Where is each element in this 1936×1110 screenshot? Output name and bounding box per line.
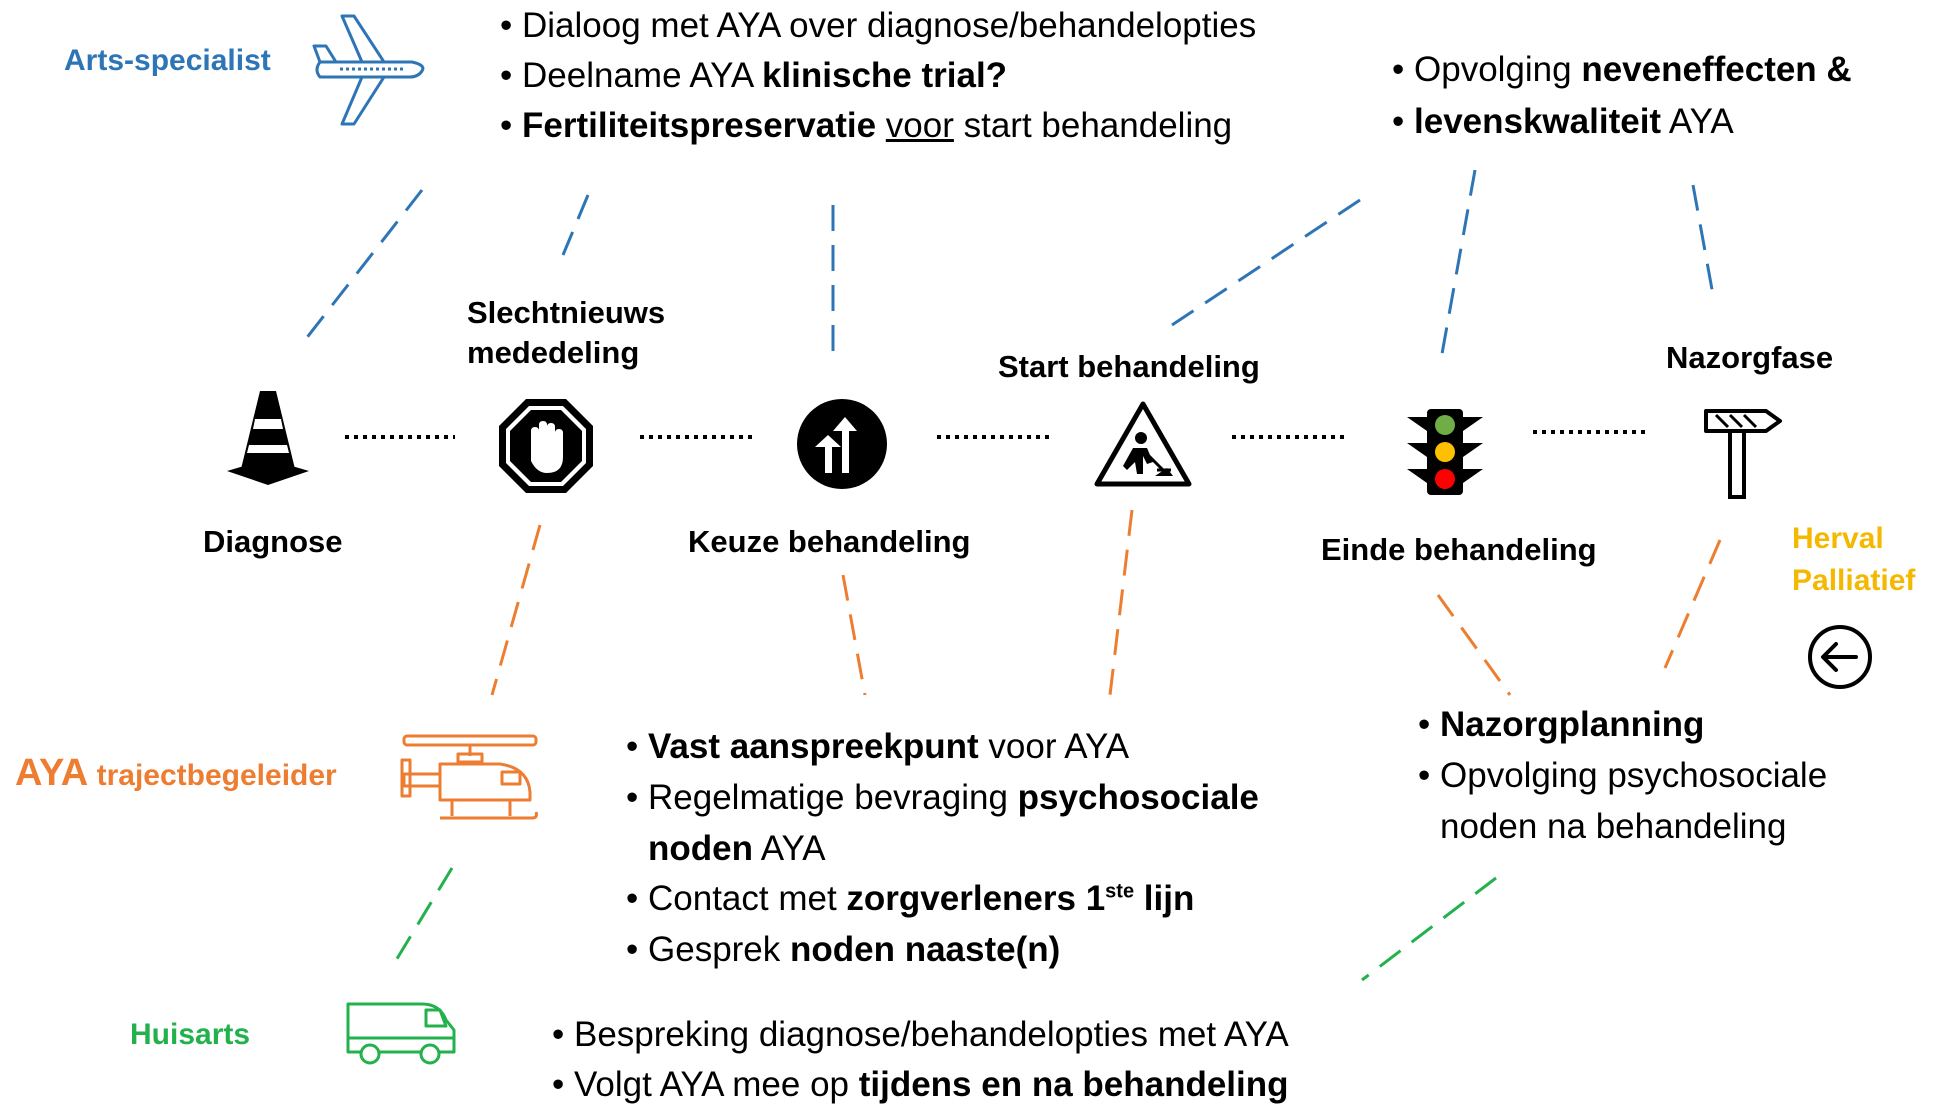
list-item: noden na behandeling	[1440, 806, 1787, 846]
role-coach-rest: trajectbegeleider	[96, 759, 337, 792]
coach-notes: Vast aanspreekpunt voor AYA Regelmatige …	[626, 722, 1259, 976]
stage-aftercare: Nazorgfase	[1666, 340, 1834, 375]
connector-specialist-badnews	[561, 194, 590, 256]
connector-specialist-diagnose	[303, 189, 424, 341]
roadwork-icon	[1094, 401, 1192, 487]
turn-sign-icon	[797, 399, 887, 489]
connector-coach-start	[1108, 509, 1134, 696]
list-item: Regelmatige bevraging psychosociale	[626, 773, 1259, 824]
connector-aftercare-nazorg	[1663, 539, 1722, 669]
signpost-icon	[1704, 409, 1782, 499]
role-specialist: Arts-specialist	[64, 44, 271, 77]
connector-gp-coach	[393, 867, 454, 963]
stage-end: Einde behandeling	[1321, 532, 1597, 567]
connector-coach-badnews	[490, 524, 542, 696]
traffic-cone-icon	[227, 391, 309, 485]
connector-gp-aftercare	[1361, 876, 1497, 982]
list-item: Deelname AYA klinische trial?	[500, 51, 1256, 101]
connector-coach-choice	[841, 574, 867, 696]
list-item: levenskwaliteit AYA	[1392, 96, 1852, 148]
role-gp: Huisarts	[130, 1018, 251, 1051]
list-item: noden AYA	[648, 828, 826, 868]
role-relapse-line1: Herval	[1792, 522, 1884, 555]
gp-notes: Bespreking diagnose/behandelopties met A…	[552, 1010, 1289, 1110]
back-arrow-icon[interactable]	[1806, 623, 1874, 691]
specialist-notes: Dialoog met AYA over diagnose/behandelop…	[500, 1, 1256, 151]
stage-start: Start behandeling	[998, 349, 1260, 384]
airplane-icon	[312, 14, 425, 126]
role-coach-main: AYA	[15, 752, 89, 794]
list-item: Gesprek noden naaste(n)	[626, 925, 1259, 976]
list-item: Opvolging neveneffecten &	[1392, 44, 1852, 96]
stage-bad-news: Slechtnieuws mededeling	[467, 293, 665, 374]
followup-notes: Opvolging neveneffecten & levenskwalitei…	[1392, 44, 1852, 148]
list-item: Opvolging psychosociale	[1418, 751, 1827, 802]
stop-hand-icon	[499, 399, 593, 493]
connector-followup-end	[1438, 169, 1477, 366]
stage-choice: Keuze behandeling	[688, 524, 971, 559]
stage-diagnose: Diagnose	[203, 524, 343, 559]
helicopter-icon	[400, 734, 538, 820]
role-coach: AYA trajectbegeleider	[15, 752, 337, 795]
list-item: Contact met zorgverleners 1ste lijn	[626, 874, 1259, 925]
role-relapse-line2: Palliatief	[1792, 564, 1916, 597]
connector-aftercare-end	[1436, 594, 1512, 696]
role-relapse: Herval Palliatief	[1792, 518, 1915, 602]
list-item: Vast aanspreekpunt voor AYA	[626, 722, 1259, 773]
list-item: Dialoog met AYA over diagnose/behandelop…	[500, 1, 1256, 51]
list-item: Volgt AYA mee op tijdens en na behandeli…	[552, 1060, 1289, 1110]
stage-bad-news-line1: Slechtnieuws	[467, 295, 666, 330]
list-item: Fertiliteitspreservatie voor start behan…	[500, 101, 1256, 151]
connector-followup-start	[1171, 198, 1361, 327]
connector-followup-aftercare	[1691, 184, 1715, 296]
list-item: Nazorgplanning	[1418, 700, 1827, 751]
stage-bad-news-line2: mededeling	[467, 335, 640, 371]
list-item: Bespreking diagnose/behandelopties met A…	[552, 1010, 1289, 1060]
aftercare-notes: Nazorgplanning Opvolging psychosociale n…	[1418, 700, 1827, 852]
traffic-light-icon	[1407, 409, 1483, 495]
van-icon	[346, 1002, 456, 1065]
